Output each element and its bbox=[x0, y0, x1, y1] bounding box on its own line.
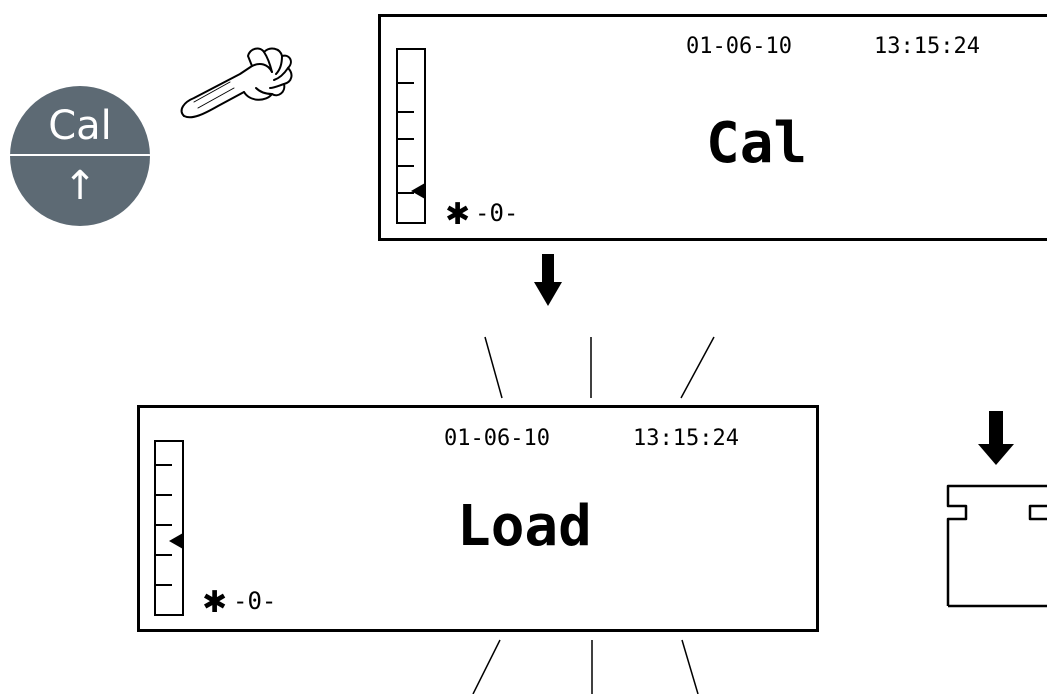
level-tick bbox=[154, 584, 172, 586]
display-main-text: Cal bbox=[706, 111, 808, 176]
level-bar bbox=[396, 48, 426, 224]
level-tick bbox=[396, 111, 414, 113]
stability-icon: ✱ bbox=[202, 585, 228, 620]
flash-rays-top bbox=[484, 336, 715, 399]
down-arrow-icon bbox=[978, 411, 1014, 465]
date-readout: 01-06-10 bbox=[444, 426, 550, 451]
time-readout: 13:15:24 bbox=[874, 34, 980, 59]
cal-button[interactable]: Cal ↑ bbox=[10, 86, 150, 226]
cal-button-label: Cal bbox=[48, 103, 112, 149]
stability-icon: ✱ bbox=[445, 197, 471, 232]
level-tick bbox=[154, 554, 172, 556]
level-tick bbox=[154, 524, 172, 526]
level-pointer bbox=[169, 533, 183, 549]
level-pointer bbox=[411, 183, 425, 199]
level-tick bbox=[396, 165, 414, 167]
zero-indicator: -0- bbox=[233, 587, 277, 615]
display-cal: 01-06-10 13:15:24 Cal ✱ -0- bbox=[378, 14, 1047, 241]
date-readout: 01-06-10 bbox=[686, 34, 792, 59]
pointing-hand-icon bbox=[180, 47, 293, 119]
level-tick bbox=[396, 82, 414, 84]
up-arrow-icon: ↑ bbox=[63, 163, 97, 209]
level-tick bbox=[396, 192, 414, 194]
down-arrow-icon bbox=[534, 254, 562, 306]
zero-indicator: -0- bbox=[475, 199, 519, 227]
level-tick bbox=[154, 494, 172, 496]
calibration-weight-icon bbox=[946, 484, 1047, 608]
display-main-text: Load bbox=[457, 494, 592, 559]
time-readout: 13:15:24 bbox=[633, 426, 739, 451]
display-load: 01-06-10 13:15:24 Load ✱ -0- bbox=[137, 405, 819, 632]
cal-button-divider bbox=[10, 154, 150, 156]
level-tick bbox=[396, 138, 414, 140]
level-bar bbox=[154, 440, 184, 616]
level-tick bbox=[154, 464, 172, 466]
flash-rays-bottom bbox=[472, 639, 699, 694]
